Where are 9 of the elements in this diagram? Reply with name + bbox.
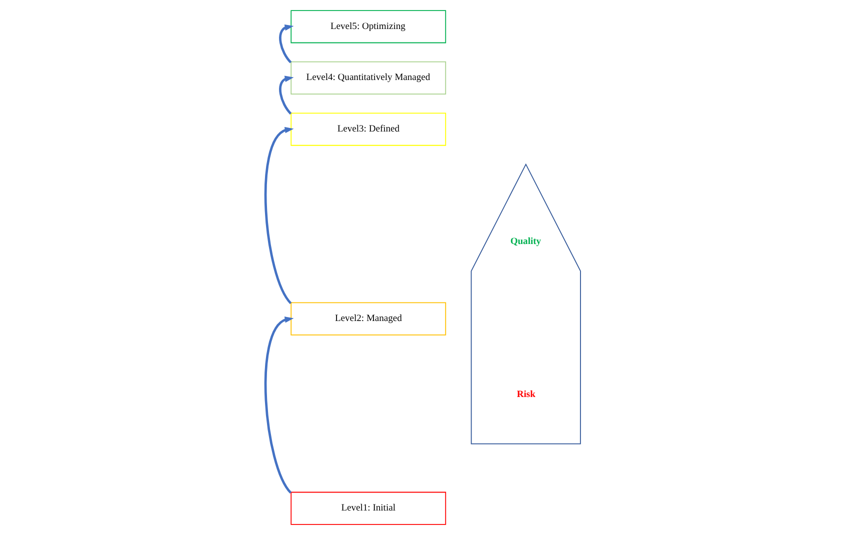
arrow (279, 24, 294, 64)
node-box: Level1: Initial (290, 492, 446, 525)
node-box: Level3: Defined (290, 112, 446, 146)
arrow (264, 126, 294, 304)
node-box: Level2: Managed (290, 302, 446, 336)
node-box: Level5: Optimizing (290, 10, 446, 44)
node-box: Level4: Quantitatively Managed (290, 61, 446, 95)
arrow (264, 316, 294, 494)
arrow (279, 76, 294, 115)
